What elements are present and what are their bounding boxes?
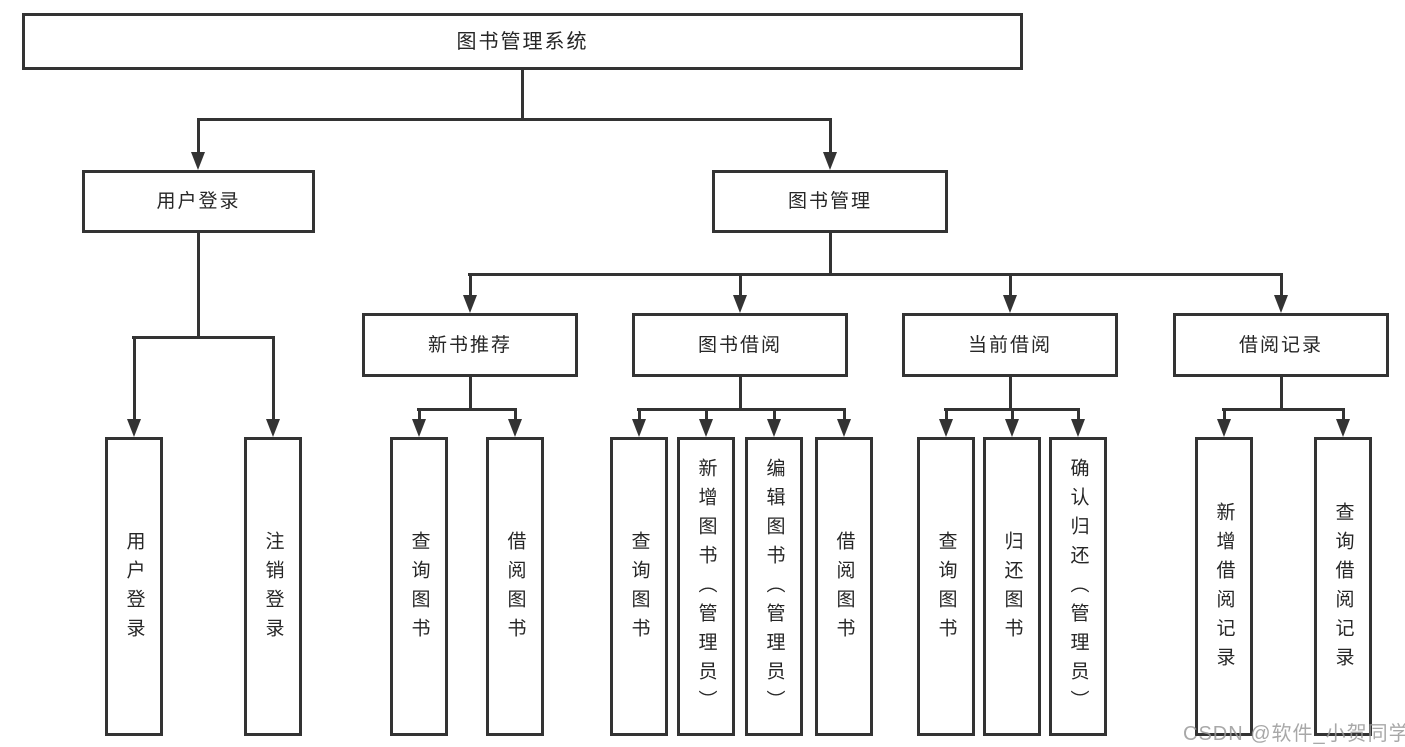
node-book-management: 图书管理 (712, 170, 948, 233)
connector-rail (1222, 408, 1345, 411)
connector-stub (1077, 408, 1080, 424)
leaf-query-books-recommend: 查询图书 (390, 437, 448, 736)
connector-level2-rail (468, 273, 1282, 276)
leaf-query-books-current: 查询图书 (917, 437, 975, 736)
leaf-logout: 注销登录 (244, 437, 302, 736)
leaf-return-books: 归还图书 (983, 437, 1041, 736)
leaf-add-books-admin: 新增图书（管理员） (677, 437, 735, 736)
connector-rail (132, 336, 274, 339)
arrowhead (1071, 419, 1085, 437)
arrowhead (823, 152, 837, 170)
leaf-user-login: 用户登录 (105, 437, 163, 736)
node-borrowing-records: 借阅记录 (1173, 313, 1389, 377)
arrowhead (733, 295, 747, 313)
connector-stub (829, 118, 832, 158)
node-root: 图书管理系统 (22, 13, 1023, 70)
arrowhead (1003, 295, 1017, 313)
connector-root-trunk (521, 68, 524, 121)
leaf-borrow-books-recommend: 借阅图书 (486, 437, 544, 736)
connector-rail (417, 408, 517, 411)
arrowhead (463, 295, 477, 313)
connector-stub (197, 118, 200, 158)
leaf-add-borrow-record: 新增借阅记录 (1195, 437, 1253, 736)
arrowhead (1217, 419, 1231, 437)
leaf-borrow-books-borrowing: 借阅图书 (815, 437, 873, 736)
connector-stub (133, 336, 136, 424)
connector-stub (469, 273, 472, 298)
connector-stem (739, 377, 742, 411)
connector-stub (514, 408, 517, 424)
csdn-watermark: CSDN @软件_小贺同学 (1183, 723, 1405, 745)
arrowhead (939, 419, 953, 437)
connector-stem (829, 233, 832, 276)
node-current-borrowing: 当前借阅 (902, 313, 1118, 377)
connector-stub (272, 336, 275, 424)
arrowhead (508, 419, 522, 437)
leaf-query-books-borrowing: 查询图书 (610, 437, 668, 736)
arrowhead (191, 152, 205, 170)
node-user-login: 用户登录 (82, 170, 315, 233)
connector-stub (1223, 408, 1226, 424)
connector-stem (469, 377, 472, 411)
connector-stem (197, 233, 200, 339)
connector-stub (638, 408, 641, 424)
connector-stub (945, 408, 948, 424)
connector-stub (418, 408, 421, 424)
leaf-confirm-return-admin: 确认归还（管理员） (1049, 437, 1107, 736)
arrowhead (412, 419, 426, 437)
arrowhead (1274, 295, 1288, 313)
connector-stub (1009, 273, 1012, 298)
connector-stub (773, 408, 776, 424)
leaf-edit-books-admin: 编辑图书（管理员） (745, 437, 803, 736)
arrowhead (767, 419, 781, 437)
arrowhead (632, 419, 646, 437)
connector-stub (739, 273, 742, 298)
connector-level1-rail (197, 118, 831, 121)
connector-stem (1009, 377, 1012, 411)
arrowhead (1336, 419, 1350, 437)
node-new-book-recommend: 新书推荐 (362, 313, 578, 377)
arrowhead (127, 419, 141, 437)
connector-rail (637, 408, 846, 411)
arrowhead (837, 419, 851, 437)
leaf-query-borrow-record: 查询借阅记录 (1314, 437, 1372, 736)
connector-stem (1280, 377, 1283, 411)
arrowhead (266, 419, 280, 437)
connector-stub (705, 408, 708, 424)
node-book-borrowing: 图书借阅 (632, 313, 848, 377)
arrowhead (699, 419, 713, 437)
connector-stub (1342, 408, 1345, 424)
connector-stub (1280, 273, 1283, 298)
connector-stub (1011, 408, 1014, 424)
connector-stub (843, 408, 846, 424)
arrowhead (1005, 419, 1019, 437)
